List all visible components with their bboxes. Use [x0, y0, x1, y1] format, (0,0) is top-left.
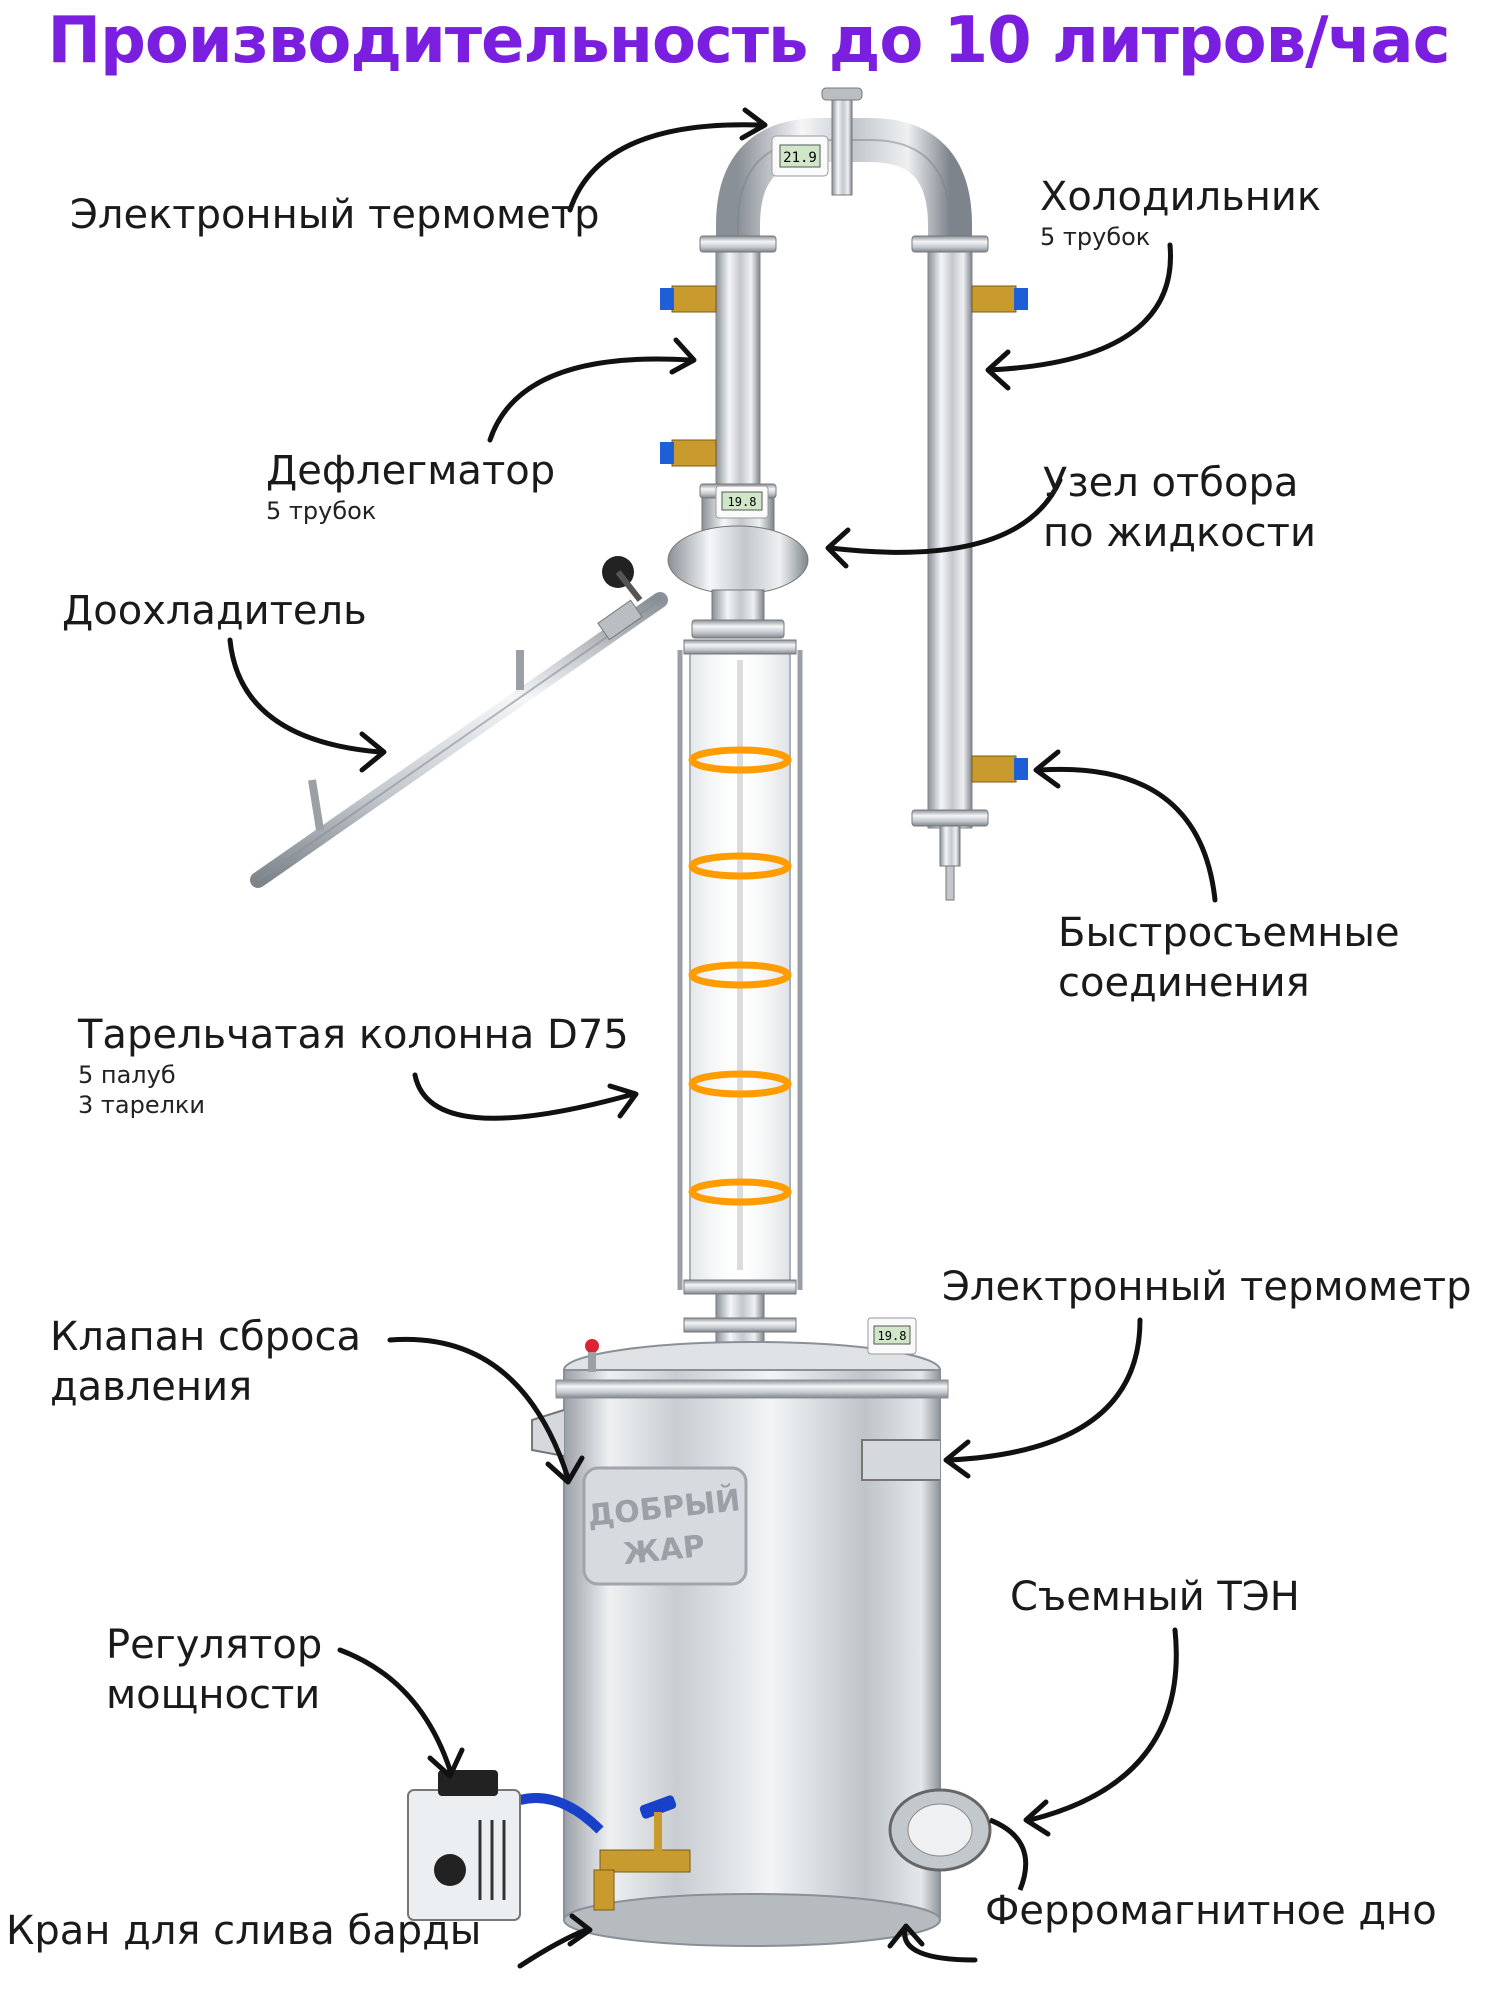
- column-plate: [688, 852, 792, 880]
- arrow-thermometer-bottom: [943, 1317, 1143, 1479]
- aftercooler: [250, 556, 668, 888]
- dephlegmator-fitting-upper: [660, 285, 717, 313]
- top-bend: [716, 87, 972, 260]
- arrow-cooler: [985, 242, 1173, 391]
- arrow-dephlegmator: [487, 337, 697, 443]
- label-ferromagnetic-bottom: Ферромагнитное дно: [985, 1888, 1437, 1934]
- label-dephlegmator: Дефлегматор 5 трубок: [266, 448, 556, 525]
- svg-text:ЖАР: ЖАР: [621, 1529, 706, 1572]
- svg-text:19.8: 19.8: [728, 495, 757, 509]
- arrow-drain-tap: [517, 1913, 593, 1969]
- label-cooler-sub: 5 трубок: [1040, 223, 1151, 251]
- arrow-thermometer-top: [567, 107, 768, 213]
- column-plate: [688, 1070, 792, 1098]
- label-liquid-take-off: Узел отбора по жидкости: [1043, 460, 1316, 556]
- page-title: Производительность до 10 литров/час: [47, 4, 1451, 78]
- svg-text:21.9: 21.9: [783, 150, 817, 166]
- label-power-regulator: Регулятор мощности: [106, 1622, 323, 1718]
- drain-tap: [593, 1795, 691, 1911]
- cooler-fitting-lower: [971, 755, 1028, 783]
- power-regulator: [407, 1770, 604, 1921]
- arrow-liquid-take-off: [825, 477, 1063, 569]
- label-pressure-valve: Клапан сброса давления: [50, 1314, 362, 1410]
- label-dephlegmator-sub: 5 трубок: [266, 497, 377, 525]
- arrow-aftercooler: [227, 637, 387, 773]
- brand-plate: [582, 1466, 748, 1586]
- arrow-heater: [1023, 1627, 1179, 1837]
- label-aftercooler: Доохладитель: [62, 588, 367, 634]
- tank: ДОБРЫЙ ЖАР 19.8: [407, 1317, 1029, 1947]
- arrow-plate-column: [412, 1072, 639, 1121]
- label-plate-column: Тарельчатая колонна D75 5 палуб 3 тарелк…: [78, 1012, 629, 1119]
- label-heater: Съемный ТЭН: [1010, 1574, 1300, 1620]
- label-plate-column-sub1: 5 палуб: [78, 1061, 176, 1089]
- label-drain-tap: Кран для слива барды: [6, 1908, 482, 1954]
- arrow-power-regulator: [337, 1647, 465, 1779]
- label-thermometer-bottom: Электронный термометр: [942, 1264, 1472, 1310]
- dephlegmator-body: [715, 237, 761, 499]
- cooler-fitting-upper: [971, 285, 1028, 313]
- dephlegmator-fitting-lower: [660, 439, 717, 467]
- column-plate: [688, 961, 792, 989]
- arrow-quick-connect: [1033, 749, 1218, 903]
- label-thermometer-top: Электронный термометр: [70, 192, 600, 238]
- cooler-body: [927, 237, 973, 829]
- heater-element: [888, 1788, 1029, 1891]
- liquid-take-off-node: 19.8: [667, 485, 809, 639]
- arrow-ferromagnetic-bottom: [887, 1923, 978, 1963]
- thermometer-top: 21.9: [771, 135, 829, 177]
- arrow-pressure-valve: [387, 1336, 585, 1485]
- column-plate: [688, 1178, 792, 1206]
- column-plate: [688, 746, 792, 774]
- label-plate-column-sub2: 3 тарелки: [78, 1091, 206, 1119]
- plate-column: [677, 639, 803, 1347]
- label-cooler: Холодильник 5 трубок: [1040, 174, 1322, 251]
- svg-text:19.8: 19.8: [878, 1329, 907, 1343]
- label-quick-connect: Быстросъемные соединения: [1058, 910, 1400, 1006]
